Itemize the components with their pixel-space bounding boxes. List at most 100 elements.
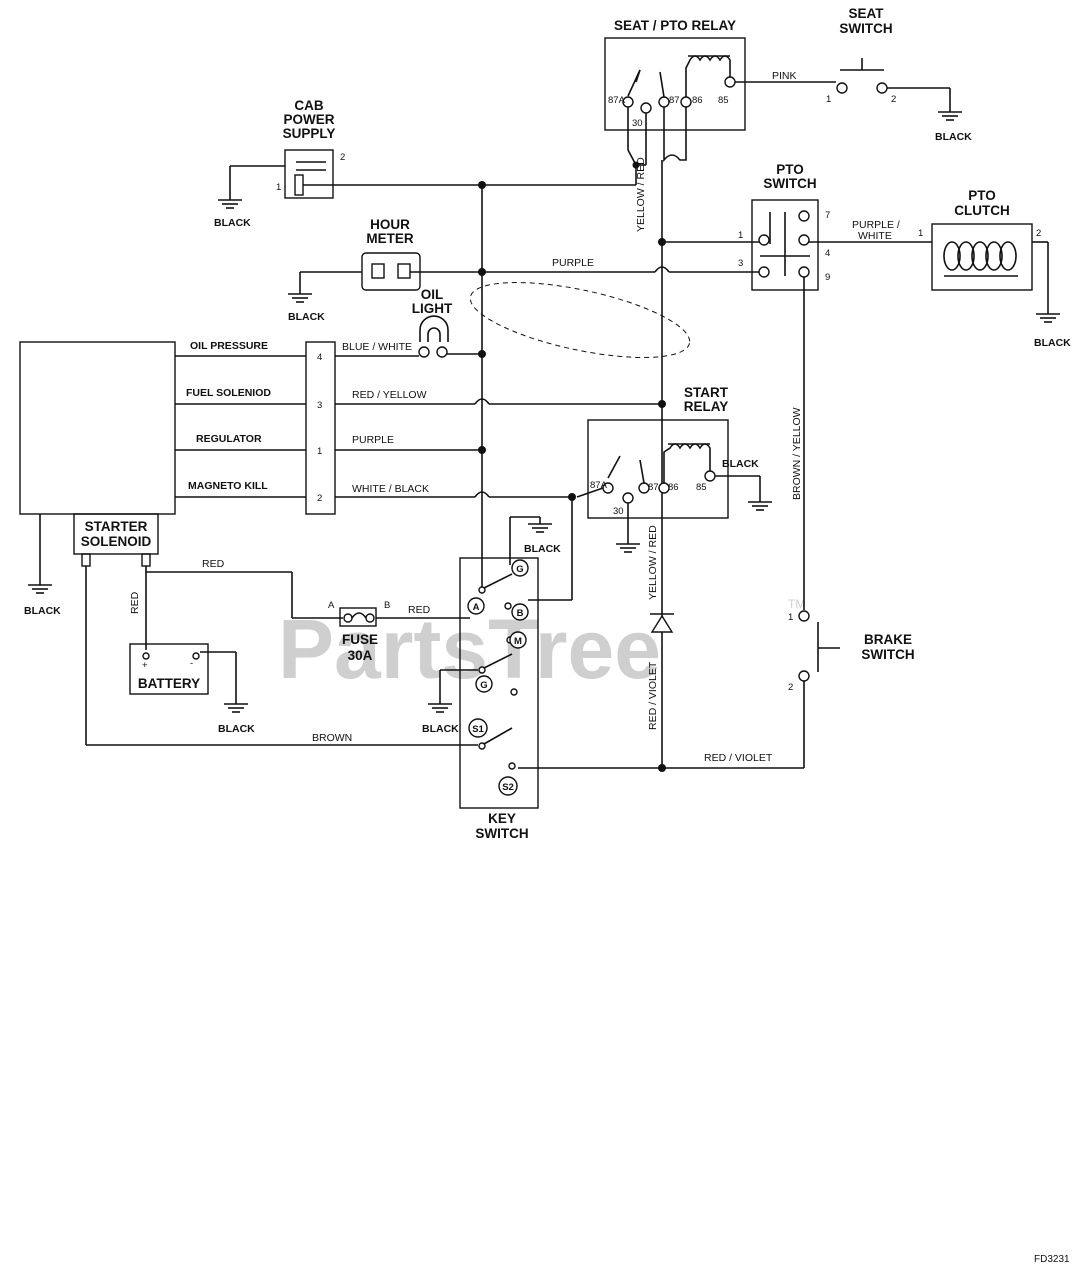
start-relay-pin-30: 30 xyxy=(613,506,624,517)
hour-meter-label-2: METER xyxy=(366,231,414,246)
pto-clutch-ground-label: BLACK xyxy=(1034,337,1071,349)
key-top-ground-label: BLACK xyxy=(524,543,561,555)
cab-pin-2: 2 xyxy=(340,152,345,163)
start-relay-black-label: BLACK xyxy=(722,458,759,470)
pto-switch-pin-9: 9 xyxy=(825,272,830,283)
engine-row-fuel-solenoid xyxy=(175,398,666,408)
red-violet-horizontal-label: RED / VIOLET xyxy=(704,752,773,764)
oil-pressure-label: OIL PRESSURE xyxy=(190,340,268,352)
seat-switch-symbol xyxy=(836,58,962,121)
battery-box xyxy=(129,643,209,695)
oil-light-symbol xyxy=(418,315,482,358)
seat-switch-pin-2: 2 xyxy=(891,94,896,105)
battery-ground xyxy=(200,651,248,713)
brake-switch-label-2: SWITCH xyxy=(861,647,914,662)
hour-meter-ground-label: BLACK xyxy=(288,311,325,323)
pto-switch-label-2: SWITCH xyxy=(763,176,816,191)
seat-relay-pin-86: 86 xyxy=(692,95,703,106)
key-terminal-a-label: A xyxy=(473,602,480,613)
magneto-kill-pin: 2 xyxy=(317,493,322,504)
red-solenoid-label: RED xyxy=(202,558,225,570)
key-switch-label-2: SWITCH xyxy=(475,826,528,841)
engine-row-magneto-kill xyxy=(175,491,576,501)
key-lower-ground-label: BLACK xyxy=(422,723,459,735)
starter-solenoid-label-1: STARTER xyxy=(85,519,148,534)
seat-relay-pin-30: 30 xyxy=(632,118,643,129)
start-relay-label-1: START xyxy=(684,385,729,400)
dashed-highlight-ellipse xyxy=(469,282,691,358)
pto-clutch-coil xyxy=(943,241,1060,323)
oil-light-label-1: OIL xyxy=(421,287,444,302)
pto-clutch-label-2: CLUTCH xyxy=(954,203,1010,218)
pto-switch-box xyxy=(751,199,819,291)
document-id: FD3231 xyxy=(1034,1254,1070,1265)
red-yellow-label: RED / YELLOW xyxy=(352,389,427,401)
pto-clutch-box xyxy=(931,223,1033,291)
seat-relay-pin-87a: 87A xyxy=(608,95,626,106)
key-terminal-a xyxy=(467,597,485,615)
red-fuse-label: RED xyxy=(408,604,431,616)
engine-module-box xyxy=(19,341,176,515)
start-relay-pin-87: 87 xyxy=(648,482,659,493)
pto-clutch-label-1: PTO xyxy=(968,188,996,203)
key-terminal-m xyxy=(509,631,527,649)
battery-minus: - xyxy=(190,658,193,669)
start-relay-box xyxy=(587,419,729,519)
cab-power-label-1: CAB xyxy=(294,98,323,113)
pto-switch-pin-7: 7 xyxy=(825,210,830,221)
key-terminal-g-lower xyxy=(475,675,493,693)
start-relay-pin-86: 86 xyxy=(668,482,679,493)
brown-wire-label: BROWN xyxy=(312,732,352,744)
oil-pressure-pin: 4 xyxy=(317,352,322,363)
key-terminal-s1 xyxy=(468,718,488,738)
key-terminal-m-label: M xyxy=(514,636,522,647)
seat-switch-pin-1: 1 xyxy=(826,94,831,105)
key-terminal-b-label: B xyxy=(517,608,524,619)
key-terminal-g-top-label: G xyxy=(516,564,523,575)
pto-switch-pin-3: 3 xyxy=(738,258,743,269)
seat-switch-label-2: SWITCH xyxy=(839,21,892,36)
cab-pin-1: 1 xyxy=(276,182,281,193)
fuel-solenoid-label: FUEL SOLENIOD xyxy=(186,387,271,399)
purple-regulator-label: PURPLE xyxy=(352,434,394,446)
fuse-label-1: FUSE xyxy=(342,632,378,647)
seat-relay-jumper xyxy=(663,107,687,163)
magneto-kill-label: MAGNETO KILL xyxy=(188,480,268,492)
pto-switch-internals xyxy=(758,210,810,278)
pto-switch-label-1: PTO xyxy=(776,162,804,177)
brown-yellow-label: BROWN / YELLOW xyxy=(791,407,803,500)
blue-white-label: BLUE / WHITE xyxy=(342,341,412,353)
battery-ground-label: BLACK xyxy=(218,723,255,735)
diode-symbol xyxy=(650,613,674,633)
watermark: PartsTree xyxy=(278,602,661,696)
fuse-label-2: 30A xyxy=(348,648,373,663)
cab-power-connector xyxy=(218,149,334,209)
red-violet-vertical-label: RED / VIOLET xyxy=(647,661,659,730)
pto-switch-pin-1: 1 xyxy=(738,230,743,241)
regulator-label: REGULATOR xyxy=(196,433,262,445)
key-terminal-s1-label: S1 xyxy=(472,724,484,735)
purple-wire-label: PURPLE xyxy=(552,257,594,269)
white-black-label: WHITE / BLACK xyxy=(352,483,429,495)
battery-label: BATTERY xyxy=(138,676,200,691)
brake-switch-symbol xyxy=(798,610,840,768)
oil-light-label-2: LIGHT xyxy=(412,301,453,316)
seat-relay-pin-85: 85 xyxy=(718,95,729,106)
key-switch-internals xyxy=(428,516,552,770)
fuse-pin-b: B xyxy=(384,600,390,611)
purple-white-label-2: WHITE xyxy=(858,230,892,242)
engine-ground-label: BLACK xyxy=(24,605,61,617)
seat-switch-label-1: SEAT xyxy=(848,6,884,21)
engine-connector-box xyxy=(305,341,336,515)
key-terminal-b xyxy=(511,603,529,621)
start-relay-pin-85: 85 xyxy=(696,482,707,493)
fuel-solenoid-pin: 3 xyxy=(317,400,322,411)
hour-meter-label-1: HOUR xyxy=(370,217,410,232)
key-terminal-s2-label: S2 xyxy=(502,782,514,793)
start-relay-pin-87a: 87A xyxy=(590,480,608,491)
yellow-red-label-top: YELLOW / RED xyxy=(635,157,647,232)
starter-solenoid-box xyxy=(73,513,159,555)
seat-relay-pin-87: 87 xyxy=(669,95,680,106)
cab-ground-label: BLACK xyxy=(214,217,251,229)
red-battery-label: RED xyxy=(129,591,141,614)
